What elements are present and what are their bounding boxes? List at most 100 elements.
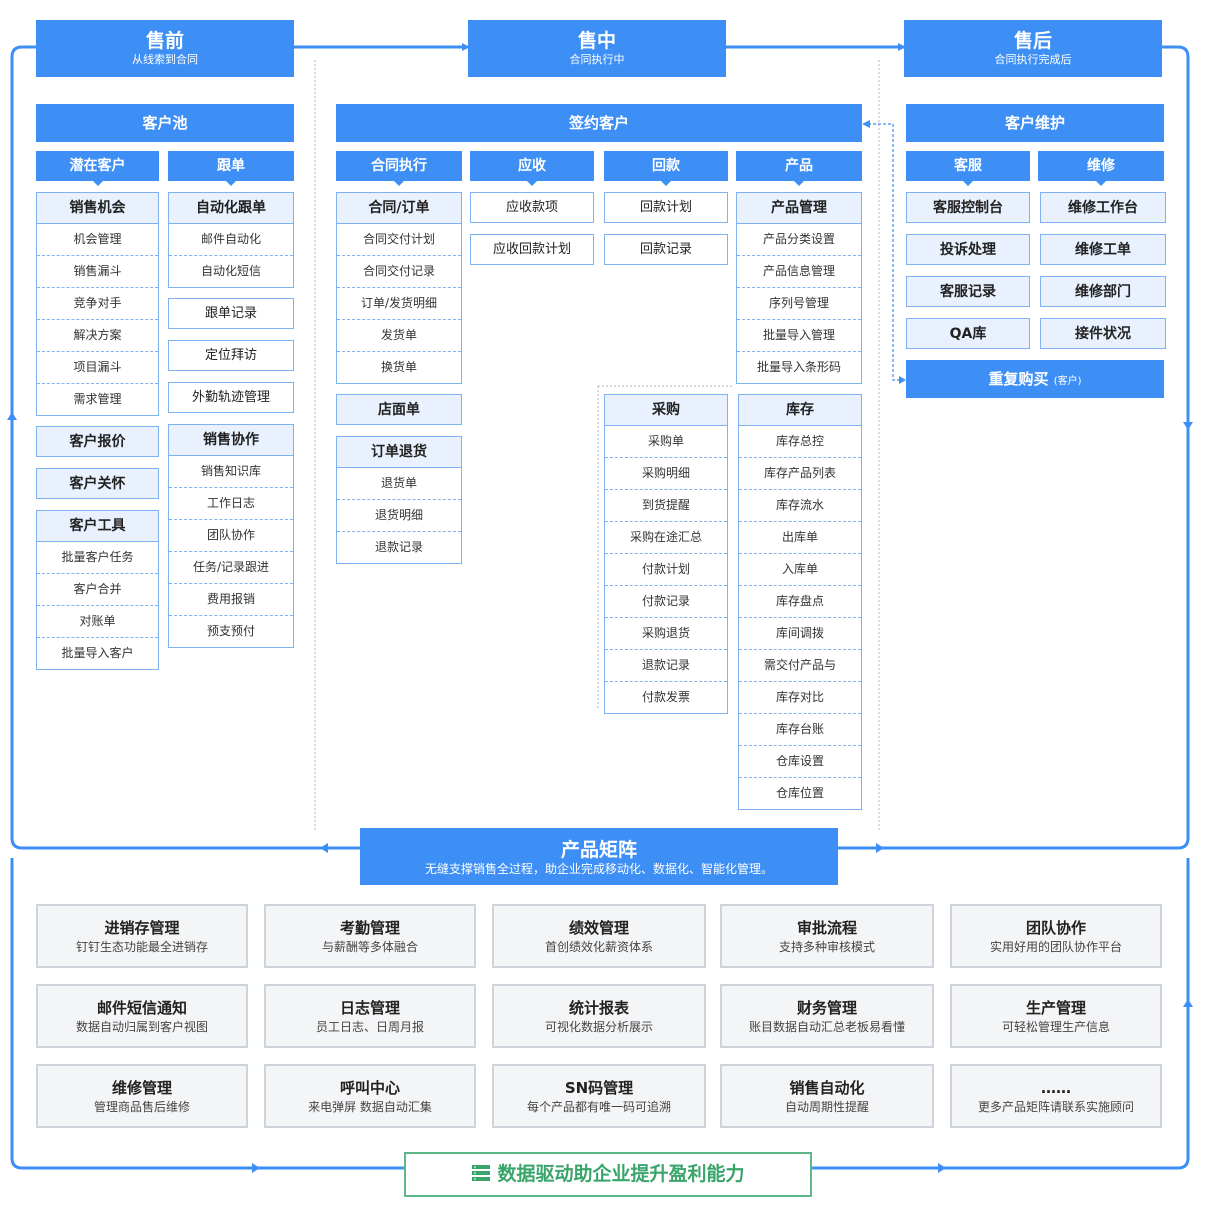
list-item: 退货明细: [337, 499, 461, 531]
list-item: 对账单: [37, 605, 158, 637]
order-return-group: 订单退货 退货单 退货明细 退款记录: [336, 436, 462, 564]
list-item: 序列号管理: [737, 287, 861, 319]
list-item: 退款记录: [605, 649, 727, 681]
product-management-group: 产品管理 产品分类设置 产品信息管理 序列号管理 批量导入管理 批量导入条形码: [736, 192, 862, 384]
list-item: 库存总控: [775, 434, 824, 448]
card-desc: 钉钉生态功能最全进销存: [75, 940, 208, 954]
sales-collab-group: 销售协作 销售知识库 工作日志 团队协作 任务/记录跟进 费用报销 预支预付: [168, 424, 294, 648]
card-title: 呼叫中心: [339, 1079, 400, 1097]
matrix-card: SN码管理每个产品都有唯一码可追溯: [492, 1064, 706, 1128]
matrix-card: 团队协作实用好用的团队协作平台: [950, 904, 1162, 968]
list-item: 项目漏斗: [37, 351, 158, 383]
repair-tab: 维修: [1038, 151, 1164, 186]
product-tab: 产品: [736, 151, 862, 186]
list-item: 邮件自动化: [200, 232, 261, 246]
customer-care-box: 客户关怀: [36, 468, 159, 499]
payment-tab: 回款: [604, 151, 728, 186]
list-item: 批量导入客户: [37, 637, 158, 669]
list-item: 销售漏斗: [37, 255, 158, 287]
repair-order-box: 维修工单: [1040, 234, 1166, 265]
list-item: 竞争对手: [37, 287, 158, 319]
card-title: 绩效管理: [568, 919, 629, 937]
list-item: 客户合并: [37, 573, 158, 605]
list-item: 工作日志: [169, 487, 293, 519]
phase-subtitle: 合同执行中: [569, 53, 625, 66]
matrix-card: 日志管理员工日志、日周月报: [264, 984, 476, 1048]
inventory-group: 库存 库存总控 库存产品列表 库存流水 出库单 入库单 库存盘点 库间调拨 需交…: [738, 394, 862, 810]
bottom-slogan-banner: 数据驱动助企业提升盈利能力: [404, 1152, 812, 1197]
card-desc: 支持多种审核模式: [778, 940, 875, 954]
signed-customer-header: 签约客户: [336, 104, 862, 142]
list-item: 任务/记录跟进: [169, 551, 293, 583]
list-item: 产品分类设置: [762, 232, 835, 246]
repeat-purchase-box: 重复购买 (客户): [906, 360, 1164, 398]
receive-status-box: 接件状况: [1040, 318, 1166, 349]
card-title: 日志管理: [339, 999, 400, 1017]
card-title: ……: [1041, 1079, 1071, 1097]
repeat-purchase-note: (客户): [1053, 376, 1082, 387]
list-item: 发货单: [337, 319, 461, 351]
phase-title: 售前: [145, 30, 184, 52]
phase-subtitle: 合同执行完成后: [994, 53, 1072, 66]
list-item: 付款记录: [605, 585, 727, 617]
list-item: 合同交付计划: [362, 232, 435, 246]
card-desc: 自动周期性提醒: [784, 1100, 869, 1114]
server-icon: [472, 1165, 491, 1181]
complaint-box: 投诉处理: [906, 234, 1030, 265]
service-console-box: 客服控制台: [906, 192, 1030, 223]
phase-title: 售中: [577, 30, 616, 52]
payment-record-box: 回款记录: [604, 234, 728, 265]
card-desc: 可轻松管理生产信息: [1001, 1020, 1110, 1034]
list-item: 采购退货: [605, 617, 727, 649]
card-desc: 实用好用的团队协作平台: [989, 940, 1122, 954]
matrix-title: 产品矩阵: [560, 839, 637, 861]
list-item: 退款记录: [337, 531, 461, 563]
list-item: 仓库设置: [739, 745, 861, 777]
group-title: 合同/订单: [337, 193, 461, 224]
list-item: 库间调拨: [739, 617, 861, 649]
repair-department-box: 维修部门: [1040, 276, 1166, 307]
group-title: 订单退货: [337, 437, 461, 468]
customer-tools-group: 客户工具 批量客户任务 客户合并 对账单 批量导入客户: [36, 510, 159, 670]
list-item: 机会管理: [73, 232, 122, 246]
field-track-box: 外勤轨迹管理: [168, 382, 294, 413]
list-item: 库存盘点: [739, 585, 861, 617]
matrix-card: …… 更多产品矩阵请联系实施顾问: [950, 1064, 1162, 1128]
list-item: 库存对比: [739, 681, 861, 713]
matrix-card: 销售自动化自动周期性提醒: [720, 1064, 934, 1128]
sales-opportunity-group: 销售机会 机会管理 销售漏斗 竞争对手 解决方案 项目漏斗 需求管理: [36, 192, 159, 416]
customer-pool-header: 客户池: [36, 104, 294, 142]
card-desc: 管理商品售后维修: [93, 1100, 190, 1114]
group-title: 客户工具: [37, 511, 158, 542]
phase-title: 售后: [1013, 30, 1052, 52]
purchase-group: 采购 采购单 采购明细 到货提醒 采购在途汇总 付款计划 付款记录 采购退货 退…: [604, 394, 728, 714]
matrix-card: 财务管理账目数据自动汇总老板易看懂: [720, 984, 934, 1048]
card-title: SN码管理: [564, 1079, 634, 1097]
card-title: 考勤管理: [339, 919, 400, 937]
list-item: 采购在途汇总: [605, 521, 727, 553]
card-desc: 员工日志、日周月报: [315, 1020, 424, 1034]
card-title: 维修管理: [111, 1079, 172, 1097]
card-desc: 更多产品矩阵请联系实施顾问: [977, 1100, 1134, 1114]
location-visit-box: 定位拜访: [168, 340, 294, 371]
list-item: 入库单: [739, 553, 861, 585]
matrix-card: 邮件短信通知数据自动归属到客户视图: [36, 984, 248, 1048]
customer-quote-box: 客户报价: [36, 426, 159, 457]
card-desc: 可视化数据分析展示: [544, 1020, 653, 1034]
matrix-subtitle: 无缝支撑销售全过程，助企业完成移动化、数据化、智能化管理。: [424, 862, 773, 876]
list-item: 出库单: [739, 521, 861, 553]
list-item: 订单/发货明细: [337, 287, 461, 319]
group-title: 产品管理: [737, 193, 861, 224]
service-record-box: 客服记录: [906, 276, 1030, 307]
group-title: 销售机会: [37, 193, 158, 224]
list-item: 预支预付: [169, 615, 293, 647]
list-item: 库存流水: [739, 489, 861, 521]
repeat-purchase-label: 重复购买: [988, 370, 1049, 388]
repair-console-box: 维修工作台: [1040, 192, 1166, 223]
matrix-card: 绩效管理首创绩效化薪资体系: [492, 904, 706, 968]
matrix-card: 审批流程支持多种审核模式: [720, 904, 934, 968]
receivable-tab: 应收: [470, 151, 594, 186]
card-title: 团队协作: [1025, 919, 1086, 937]
customer-service-tab: 客服: [906, 151, 1030, 186]
card-title: 销售自动化: [789, 1079, 865, 1097]
